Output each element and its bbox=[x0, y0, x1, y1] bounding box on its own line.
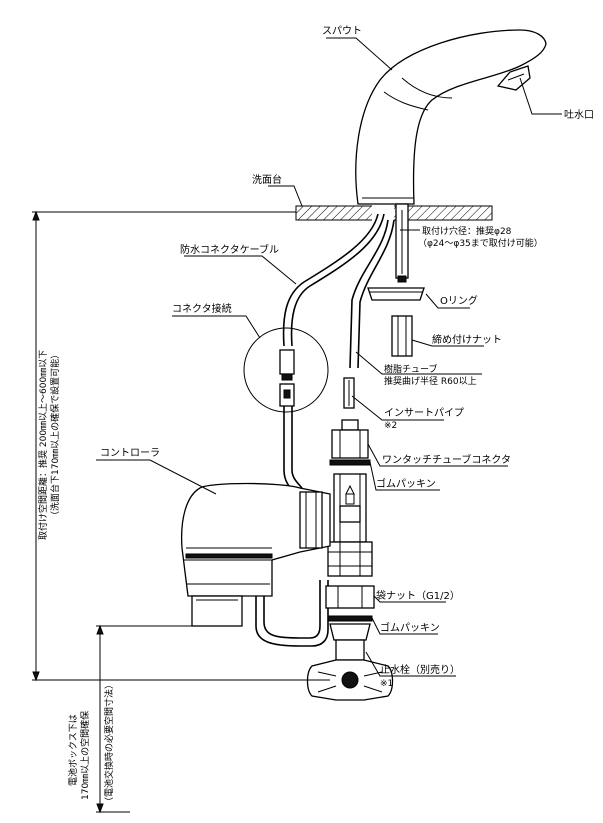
o-ring bbox=[367, 287, 425, 301]
label-note-1: ※1 bbox=[380, 679, 393, 689]
mounting-shank bbox=[395, 203, 409, 283]
label-rubber-packing-1: ゴムパッキン bbox=[376, 477, 436, 490]
controller bbox=[180, 482, 331, 647]
label-connector-joint: コネクタ接続 bbox=[172, 302, 232, 315]
connector-joint bbox=[243, 327, 329, 501]
label-mount-hole-1: 取付け穴径：推奨φ28 bbox=[422, 225, 512, 237]
bag-nut bbox=[325, 585, 375, 622]
label-vertical-dim-2: （洗面台下170㎜以上の確保で設置可能） bbox=[49, 350, 61, 520]
vertical-dimension bbox=[32, 210, 330, 682]
label-spout: スパウト bbox=[322, 25, 362, 37]
fastening-nut bbox=[391, 315, 413, 357]
battery-dimension bbox=[96, 624, 196, 814]
label-rubber-packing-2: ゴムパッキン bbox=[380, 621, 440, 634]
label-stop-valve: 止水栓（別売り） bbox=[380, 663, 460, 676]
label-vertical-dim-1: 取付け空間距離：推奨 200㎜以上～600㎜以下 bbox=[37, 350, 49, 540]
label-insert-pipe: インサートパイプ bbox=[384, 407, 464, 419]
label-battery-2: 170㎜以上の空間確保 bbox=[79, 711, 91, 800]
label-cable: 防水コネクタケーブル bbox=[180, 243, 279, 256]
label-outlet: 吐水口 bbox=[564, 109, 594, 121]
label-bag-nut: 袋ナット（G1/2） bbox=[376, 589, 460, 602]
label-one-touch-connector: ワンタッチチューブコネクタ bbox=[382, 453, 511, 466]
label-counter: 洗面台 bbox=[252, 173, 282, 186]
spout-body bbox=[355, 29, 547, 205]
label-resin-tube-1: 樹脂チューブ bbox=[384, 363, 437, 375]
label-mount-hole-2: （φ24～φ35まで取付け可能） bbox=[418, 237, 543, 249]
one-touch-connector bbox=[329, 419, 371, 466]
label-battery-3: （電池交換時の必要空間寸法） bbox=[103, 680, 115, 806]
label-resin-tube-2: 推奨曲げ半径 R60以上 bbox=[384, 375, 477, 387]
label-note-2: ※2 bbox=[384, 421, 397, 431]
insert-pipe bbox=[343, 377, 355, 409]
label-o-ring: Oリング bbox=[440, 294, 478, 307]
leader-lines bbox=[96, 37, 562, 677]
resin-tube bbox=[349, 219, 395, 369]
label-battery-1: 電池ボックス下は bbox=[67, 714, 79, 786]
valve-column bbox=[327, 473, 373, 577]
label-controller: コントローラ bbox=[100, 447, 160, 459]
counter-top bbox=[295, 205, 493, 221]
label-fastening-nut: 締め付けナット bbox=[432, 333, 502, 346]
stop-valve bbox=[306, 623, 394, 701]
connector-cable bbox=[282, 213, 385, 347]
